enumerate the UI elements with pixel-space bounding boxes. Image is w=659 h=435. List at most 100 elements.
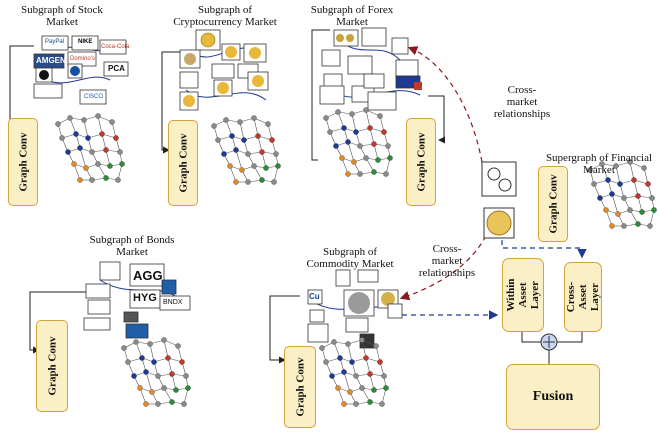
graph-node [161, 385, 167, 391]
logo-dominos: Domino's [70, 56, 95, 62]
graph-node [357, 143, 363, 149]
graph-node [639, 209, 645, 215]
graph-node [605, 177, 611, 183]
currency-exchange-icon [481, 161, 517, 197]
graph-node [71, 161, 77, 167]
graph-node [353, 373, 359, 379]
graph-node [169, 399, 175, 405]
graph-node [155, 401, 161, 407]
graph-edge [347, 141, 355, 163]
network-graph [323, 107, 393, 177]
graph-node [345, 171, 351, 177]
commodity-icon [307, 269, 403, 349]
graph-node [115, 177, 121, 183]
bond-etf-icon [83, 261, 191, 339]
graph-node [327, 129, 333, 135]
graph-edge [343, 371, 351, 393]
network-graph [55, 113, 125, 183]
graph-node [245, 179, 251, 185]
graph-node [133, 339, 139, 345]
graph-node [379, 401, 385, 407]
cross-market-label-mid: Cross- market relationships [418, 243, 476, 279]
graph-node [107, 163, 113, 169]
graph-node [367, 399, 373, 405]
graph-node [615, 211, 621, 217]
graph-node [263, 165, 269, 171]
network-graph [121, 337, 191, 407]
graph-node [103, 175, 109, 181]
graph-edge [79, 147, 87, 169]
graph-node [241, 137, 247, 143]
graph-node [151, 359, 157, 365]
graph-node [651, 207, 657, 213]
graph-conv-label: Graph Conv [294, 357, 306, 417]
cross-market-label-top: Cross- market relationships [493, 84, 551, 120]
graph-node [273, 151, 279, 157]
graph-node [223, 117, 229, 123]
graph-node [255, 133, 261, 139]
supergraph-to-cross-asset [501, 240, 587, 259]
graph-node [183, 373, 189, 379]
graph-node [349, 359, 355, 365]
graph-node [345, 341, 351, 347]
graph-edge [333, 341, 341, 359]
supergraph-title: Supergraph of Financial Market [545, 152, 653, 176]
graph-conv-label: Graph Conv [415, 132, 427, 192]
graph-edge [253, 117, 259, 137]
graph-node [121, 345, 127, 351]
graph-node [351, 159, 357, 165]
graph-node [251, 163, 257, 169]
graph-node [165, 355, 171, 361]
graph-node [119, 161, 125, 167]
graph-node [95, 113, 101, 119]
graph-node [377, 113, 383, 119]
graph-node [383, 171, 389, 177]
graph-node [603, 207, 609, 213]
graph-node [341, 369, 347, 375]
graph-node [237, 119, 243, 125]
graph-node [377, 359, 383, 365]
graph-node [621, 223, 627, 229]
graph-conv-commodity: Graph Conv [284, 346, 316, 428]
graph-node [335, 109, 341, 115]
graph-node [131, 373, 137, 379]
graph-edge [341, 157, 349, 175]
graph-node [215, 137, 221, 143]
graph-edge [145, 371, 153, 393]
graph-node [85, 135, 91, 141]
logo-pca: PCA [108, 64, 125, 73]
graph-node [143, 369, 149, 375]
subgraph-crypto-title: Subgraph of Cryptocurrency Market [173, 4, 277, 28]
graph-node [169, 371, 175, 377]
graph-node [341, 125, 347, 131]
graph-node [229, 133, 235, 139]
graph-node [371, 141, 377, 147]
graph-node [67, 115, 73, 121]
graph-conv-forex: Graph Conv [406, 118, 436, 206]
graph-node [371, 169, 377, 175]
graph-node [353, 129, 359, 135]
graph-node [173, 387, 179, 393]
graph-node [269, 137, 275, 143]
graph-node [367, 125, 373, 131]
graph-node [125, 359, 131, 365]
graph-node [359, 385, 365, 391]
graph-node [275, 163, 281, 169]
graph-node [83, 165, 89, 171]
graph-node [155, 373, 161, 379]
graph-node [179, 359, 185, 365]
graph-edge [163, 339, 169, 359]
graph-node [149, 389, 155, 395]
graph-node [55, 121, 61, 127]
graph-node [89, 177, 95, 183]
graph-conv-bonds: Graph Conv [36, 320, 68, 412]
graph-edge [73, 163, 81, 181]
graph-node [77, 145, 83, 151]
graph-node [341, 401, 347, 407]
graph-node [161, 337, 167, 343]
graph-node [371, 387, 377, 393]
logo-paypal: PayPal [45, 39, 65, 45]
graph-node [381, 373, 387, 379]
graph-node [609, 191, 615, 197]
